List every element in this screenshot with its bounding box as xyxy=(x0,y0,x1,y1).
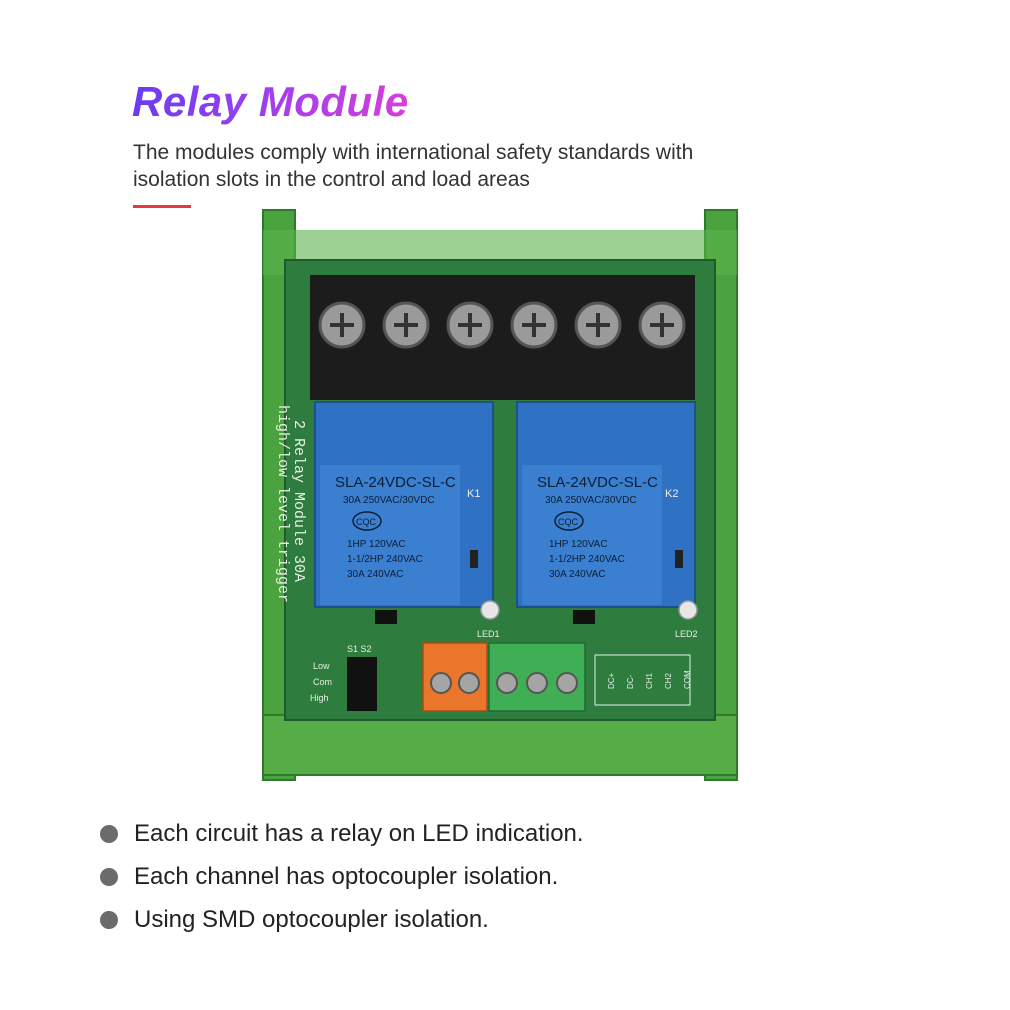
relay-k2: SLA-24VDC-SL-C 30A 250VAC/30VDC CQC 1HP … xyxy=(516,401,696,608)
relay-amp: 30A 240VAC xyxy=(549,569,606,580)
rail-bottom xyxy=(262,714,738,776)
list-item: Each circuit has a relay on LED indicati… xyxy=(97,812,584,855)
trigger-label-low: Low xyxy=(313,661,330,671)
pin-label: CH1 xyxy=(645,672,654,689)
relay-amp: 30A 240VAC xyxy=(347,569,404,580)
bullet-icon xyxy=(100,910,118,929)
trigger-label-com: Com xyxy=(313,677,332,687)
relay-model: SLA-24VDC-SL-C xyxy=(335,474,456,491)
trigger-label-high: High xyxy=(310,693,329,703)
screw-terminal xyxy=(382,301,430,349)
feature-text: Each circuit has a relay on LED indicati… xyxy=(134,819,584,847)
accent-line xyxy=(133,205,191,208)
relay-cert-mark: CQC xyxy=(356,517,377,527)
screw-terminal xyxy=(318,301,366,349)
relay-rating: 30A 250VAC/30VDC xyxy=(545,495,637,506)
relay-hp2: 1-1/2HP 240VAC xyxy=(347,554,423,565)
screw-terminal xyxy=(510,301,558,349)
terminal-block xyxy=(310,275,695,400)
silkscreen-subtitle: high/low level trigger xyxy=(274,405,291,603)
pin-label: CH2 xyxy=(664,672,673,689)
page-subtitle: The modules comply with international sa… xyxy=(133,141,694,191)
bullet-icon xyxy=(100,824,118,843)
list-item: Each channel has optocoupler isolation. xyxy=(97,855,584,898)
relay-model: SLA-24VDC-SL-C xyxy=(537,474,658,491)
feature-text: Using SMD optocoupler isolation. xyxy=(134,905,489,933)
pin-label: DC+ xyxy=(607,672,616,689)
silkscreen-title: 2 Relay Module 30A xyxy=(290,420,307,582)
feature-list: Each circuit has a relay on LED indicati… xyxy=(97,812,584,941)
relay-ref: K2 xyxy=(665,488,678,500)
pin-label-grid: DC+ DC- CH1 CH2 COM xyxy=(594,654,692,706)
relay-hp1: 1HP 120VAC xyxy=(549,539,608,550)
led-2-label: LED2 xyxy=(675,629,698,639)
pin-label: COM xyxy=(683,670,692,689)
screw-terminal xyxy=(638,301,686,349)
relay-ref: K1 xyxy=(467,488,480,500)
screw-terminals xyxy=(318,301,686,349)
feature-text: Each channel has optocoupler isolation. xyxy=(134,862,559,890)
jumper-labels: S1 S2 xyxy=(347,644,372,654)
relay-hp2: 1-1/2HP 240VAC xyxy=(549,554,625,565)
screw-terminal xyxy=(574,301,622,349)
relay-hp1: 1HP 120VAC xyxy=(347,539,406,550)
led-2 xyxy=(678,600,698,620)
led-1-label: LED1 xyxy=(477,629,500,639)
jumper-header xyxy=(347,657,377,711)
page-title: Relay Module xyxy=(132,78,409,125)
relay-cert-mark: CQC xyxy=(558,517,579,527)
pin-label: DC- xyxy=(626,674,635,689)
screw-terminal xyxy=(446,301,494,349)
list-item: Using SMD optocoupler isolation. xyxy=(97,898,584,941)
relay-k1: SLA-24VDC-SL-C 30A 250VAC/30VDC CQC 1HP … xyxy=(314,401,494,608)
relay-rating: 30A 250VAC/30VDC xyxy=(343,495,435,506)
relay-module-photo: 2 Relay Module 30A high/low level trigge… xyxy=(262,209,738,781)
led-1 xyxy=(480,600,500,620)
bullet-icon xyxy=(100,867,118,886)
